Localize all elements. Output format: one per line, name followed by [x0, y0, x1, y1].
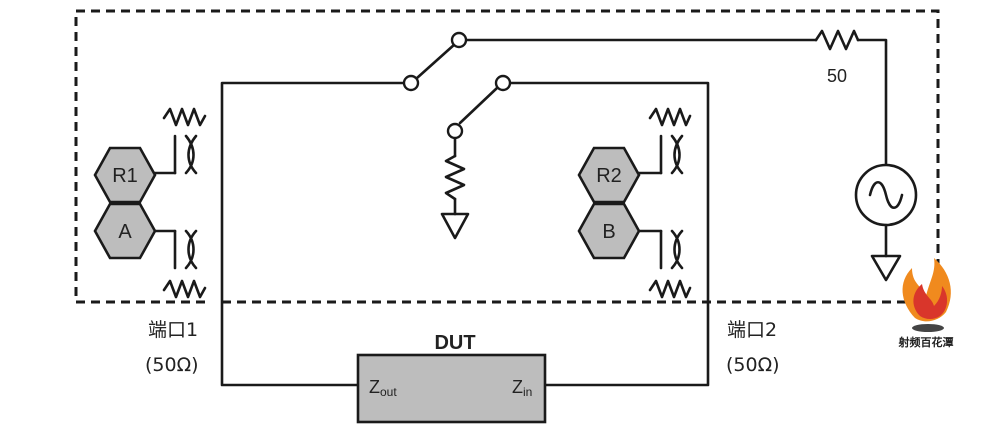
ground-icon: [870, 254, 902, 282]
flame-logo-icon: [902, 258, 951, 332]
dut-label: DUT: [434, 332, 475, 354]
receiver-r2: R2: [577, 146, 641, 204]
port1-name: 端口1: [148, 319, 198, 341]
port2-impedance: (50Ω): [726, 354, 780, 376]
source-branch: [463, 29, 918, 282]
watermark-text: 射频百花潭: [898, 335, 954, 349]
svg-text:R2: R2: [596, 165, 622, 187]
resistor-icon: [162, 107, 207, 127]
z-out-label: Zout: [369, 377, 397, 399]
left-couplers: [151, 107, 207, 299]
watermark-logo: 射频百花潭: [898, 258, 954, 349]
ground-icon: [440, 212, 470, 240]
port-loop: [220, 81, 710, 387]
resistor-icon: [648, 107, 692, 127]
z-in-label: Zin: [512, 377, 532, 399]
port1-impedance: (50Ω): [145, 354, 199, 376]
svg-text:A: A: [118, 221, 132, 243]
dut-block: DUT Zout Zin: [356, 332, 547, 424]
resistor-icon: [162, 279, 207, 299]
port2-name: 端口2: [727, 319, 777, 341]
resistor-icon: [444, 154, 466, 201]
resistor-icon: [648, 279, 692, 299]
receiver-a: A: [93, 202, 157, 260]
right-couplers: [636, 107, 692, 299]
receiver-r1: R1: [93, 146, 157, 204]
svg-text:B: B: [602, 221, 615, 243]
svg-text:R1: R1: [112, 165, 138, 187]
switch-icon: [402, 31, 512, 240]
resistor-icon: [814, 29, 860, 51]
instrument-boundary: [74, 9, 940, 304]
resistor-value-label: 50: [827, 66, 847, 86]
receiver-b: B: [577, 202, 641, 260]
